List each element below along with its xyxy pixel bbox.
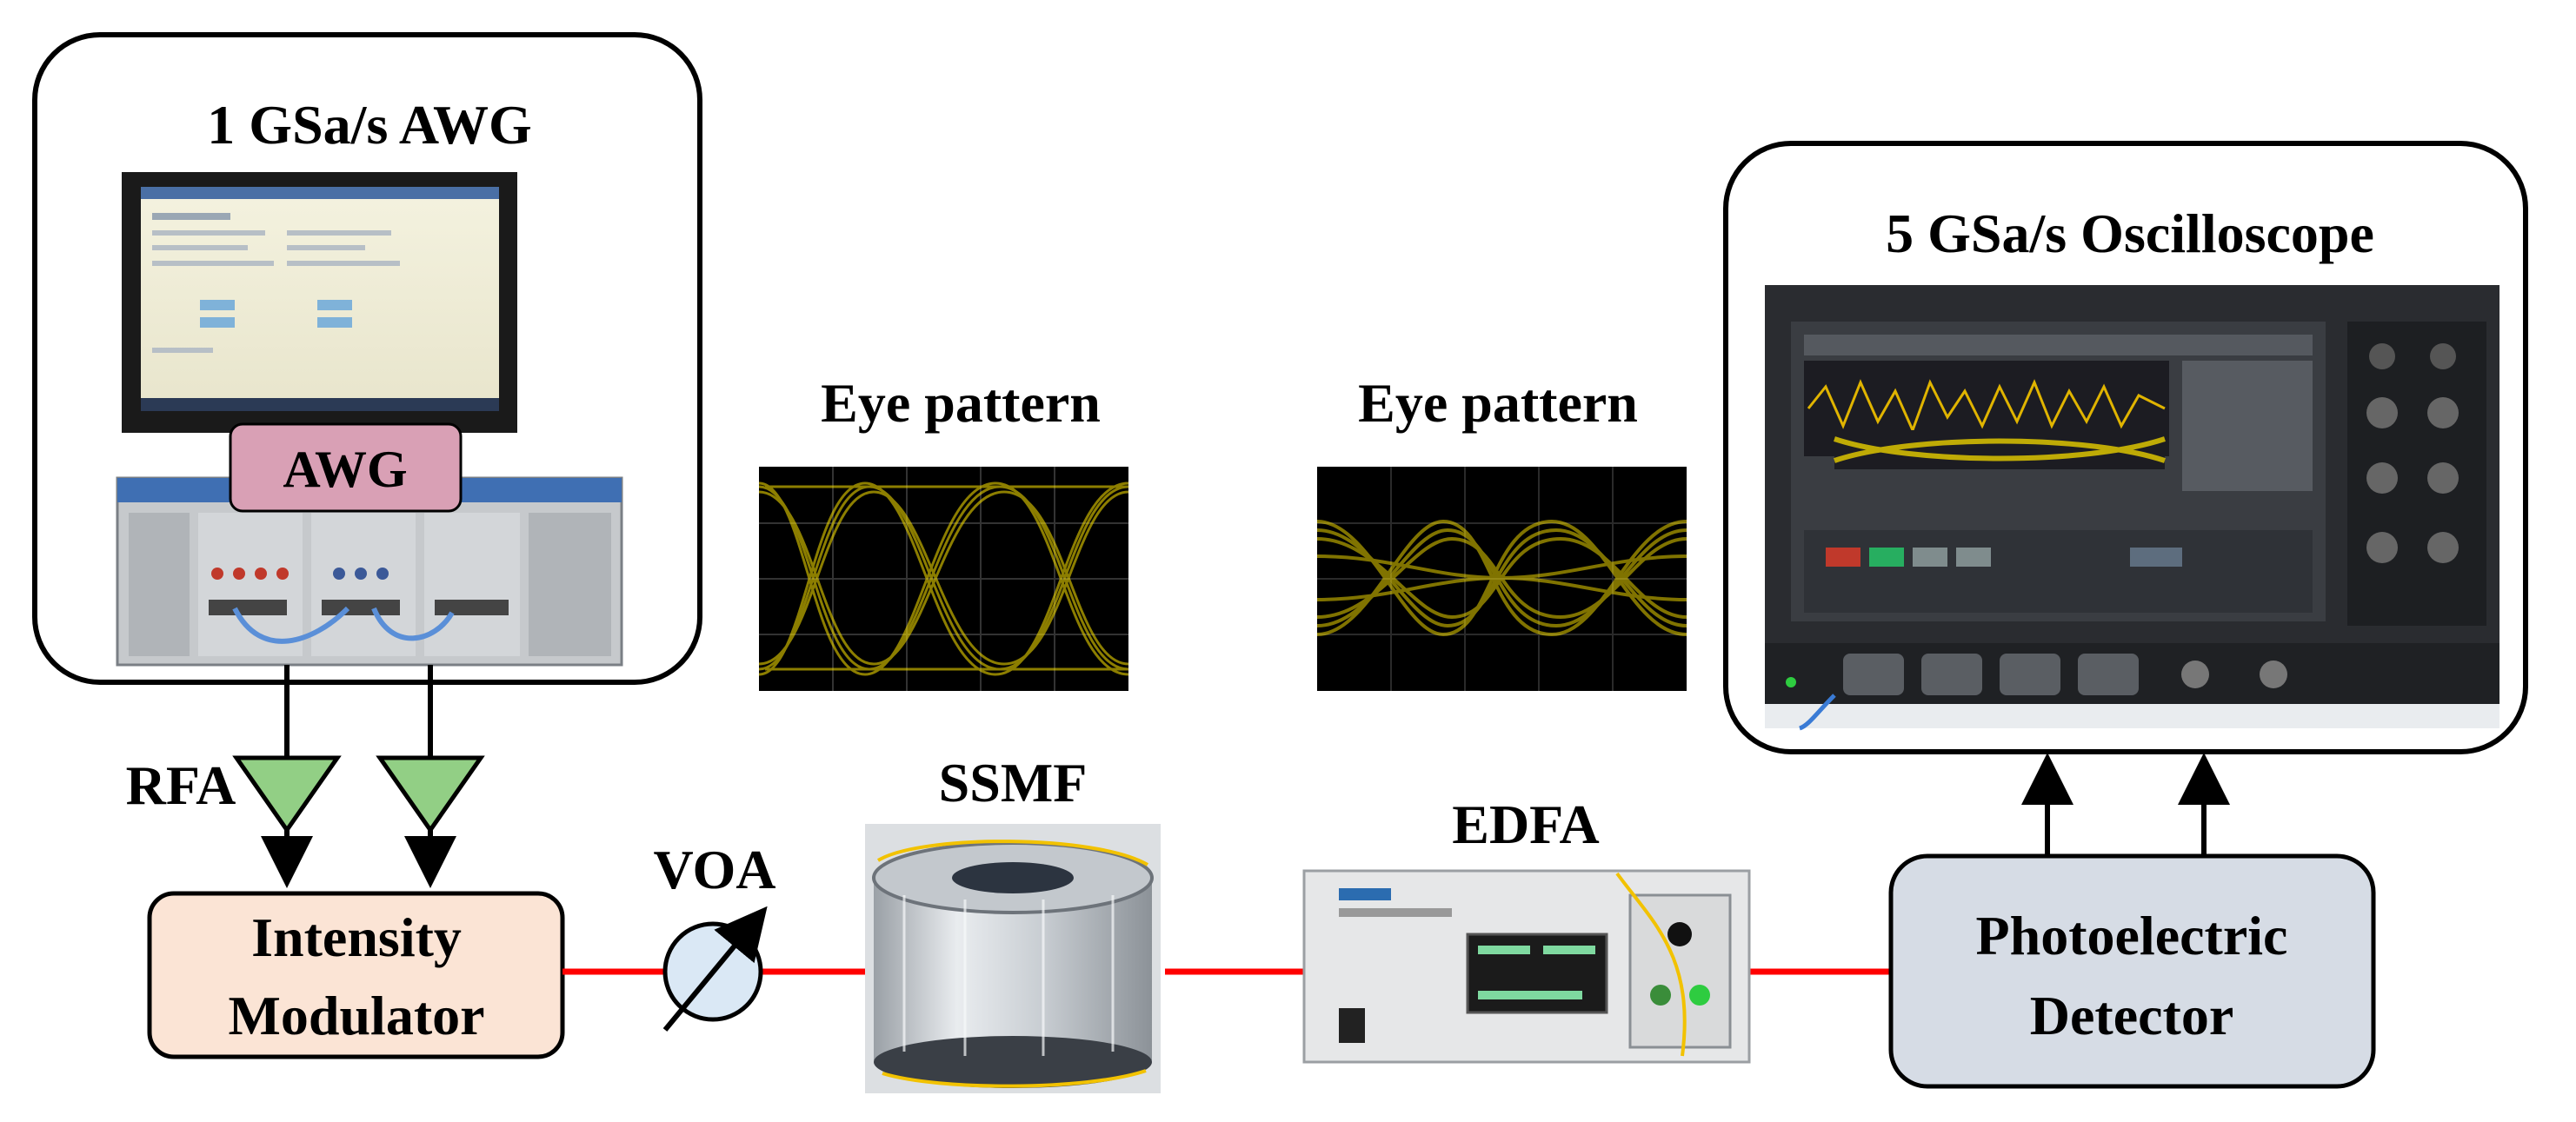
edfa-device-photo: [1302, 869, 1751, 1064]
edfa: EDFA: [1302, 793, 1751, 1064]
ssmf-label: SSMF: [939, 752, 1088, 813]
amplifier-2-icon: [376, 755, 485, 834]
awg-label-tag: [229, 422, 463, 513]
modulator-box: [147, 891, 565, 1059]
modulator-label-line1: Intensity: [251, 906, 462, 968]
oscilloscope-group: 5 GSa/s Oscilloscope: [1723, 141, 2528, 754]
rfa-amplifiers: RFA: [126, 754, 485, 834]
rf-connections: [261, 665, 456, 888]
awg-monitor-photo: [122, 172, 517, 433]
edfa-label: EDFA: [1452, 793, 1599, 855]
eye-pattern-1: Eye pattern: [758, 372, 1129, 691]
eye-diagram-1-image: [758, 467, 1129, 691]
awg-label: AWG: [283, 441, 407, 498]
eye-pattern-1-label: Eye pattern: [821, 372, 1101, 434]
fiber-spool-photo: [865, 824, 1161, 1093]
amplifier-1-icon: [232, 755, 342, 834]
eye-diagram-2-image: [1316, 467, 1687, 691]
photoelectric-detector: Photoelectric Detector: [1888, 853, 2376, 1089]
eye-pattern-2-label: Eye pattern: [1358, 372, 1638, 434]
awg-chassis-photo: [116, 476, 623, 667]
detector-label-line1: Photoelectric: [1976, 905, 2288, 966]
eye-pattern-2: Eye pattern: [1316, 372, 1687, 691]
detector-label-line2: Detector: [2030, 985, 2233, 1046]
detector-outputs: [2021, 753, 2230, 856]
oscilloscope-title: 5 GSa/s Oscilloscope: [1886, 202, 2374, 264]
awg-group: 1 GSa/s AWG: [32, 32, 702, 685]
voa: VOA: [654, 839, 776, 1032]
oscilloscope-photo: [1765, 285, 2499, 731]
awg-title: 1 GSa/s AWG: [207, 94, 531, 156]
intensity-modulator: Intensity Modulator: [147, 891, 565, 1059]
rfa-label: RFA: [126, 754, 236, 816]
voa-label: VOA: [654, 839, 776, 900]
detector-box: [1888, 853, 2376, 1089]
modulator-label-line2: Modulator: [228, 985, 484, 1046]
ssmf: SSMF: [865, 752, 1161, 1093]
